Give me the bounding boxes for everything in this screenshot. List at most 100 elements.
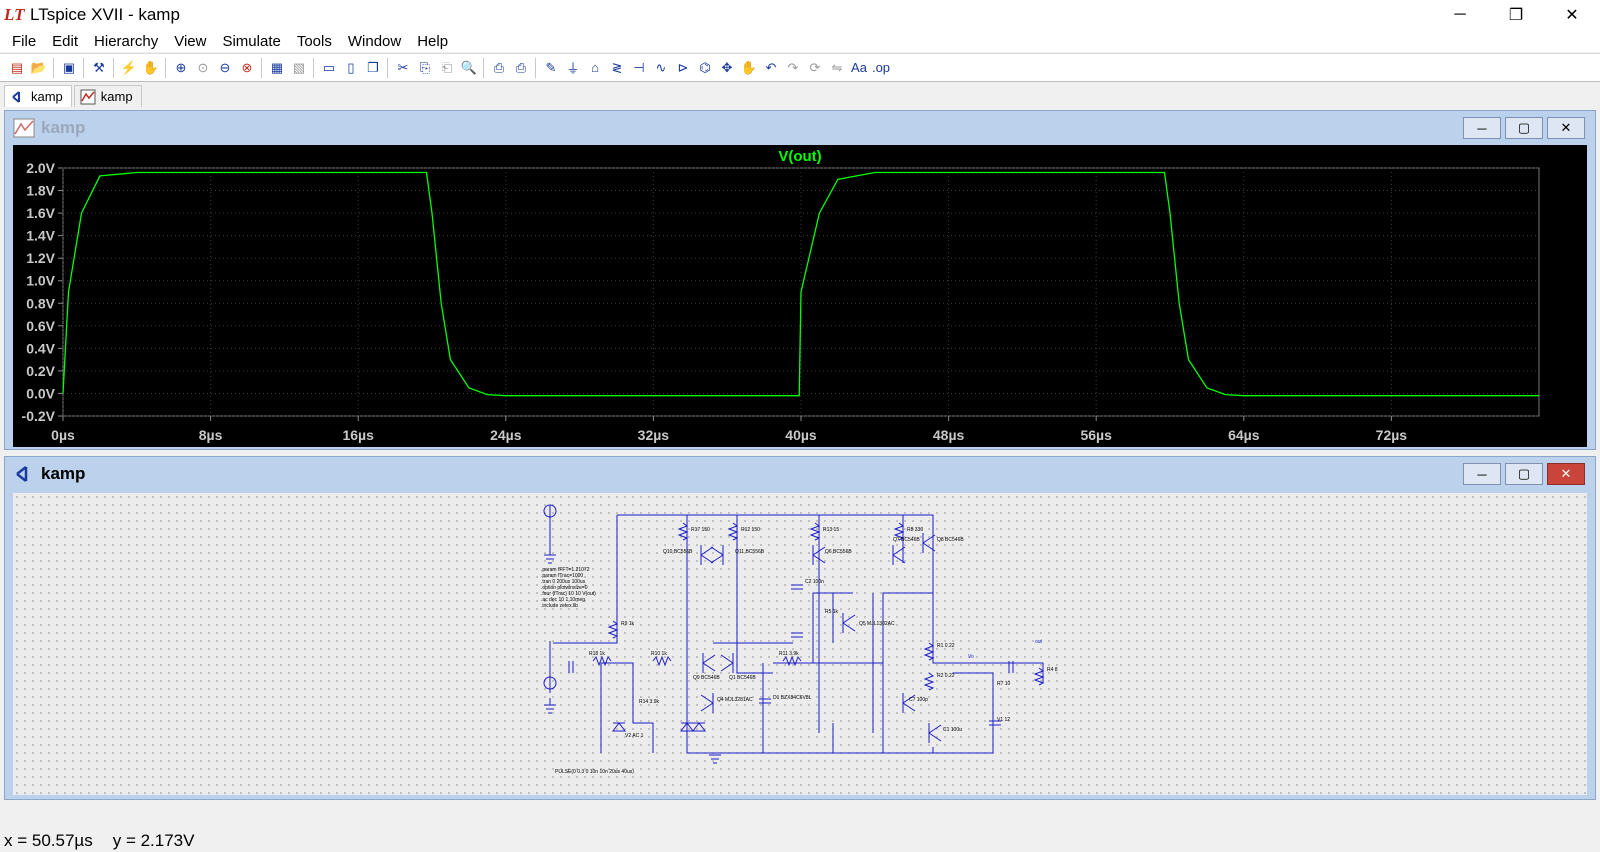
menu-help[interactable]: Help: [417, 32, 449, 50]
maximize-button[interactable]: ❐: [1508, 7, 1524, 24]
component-label-q10[interactable]: Q10 BC556B: [663, 549, 693, 555]
schematic-window-titlebar[interactable]: kamp: [5, 457, 1595, 491]
undo-icon[interactable]: ↶: [765, 59, 777, 75]
menu-edit[interactable]: Edit: [52, 32, 79, 50]
component-label-v2[interactable]: V2 AC 1: [625, 733, 644, 739]
capacitor-icon[interactable]: ⊣: [633, 59, 645, 75]
plot-close-button[interactable]: ✕: [1547, 117, 1585, 139]
menu-file[interactable]: File: [12, 32, 37, 50]
component-label-r14[interactable]: R14 3.9k: [639, 699, 660, 705]
ground-icon[interactable]: ⏚: [566, 61, 580, 76]
component-label-q6[interactable]: Q6 BC556B: [825, 549, 852, 555]
drag-icon[interactable]: ✋: [740, 59, 758, 75]
net-label-out[interactable]: out: [1035, 639, 1043, 645]
text-icon[interactable]: Aa: [851, 60, 867, 75]
menu-window[interactable]: Window: [347, 32, 402, 50]
component-label-q1[interactable]: Q1 BC546B: [729, 675, 756, 681]
spice-directives[interactable]: .param fFFT=1.21072 .param fTrac=1000 .t…: [541, 567, 596, 609]
print-icon[interactable]: ⎙: [515, 59, 527, 75]
waveform-svg[interactable]: V(out) 2.0V1.8V1.6V1.4V1.2V1.0V0.8V0.6V0…: [13, 145, 1587, 447]
find-icon[interactable]: 🔍: [460, 59, 478, 75]
print-preview-icon[interactable]: ⎙: [493, 59, 505, 75]
pulse-source-value[interactable]: PULSE(0 0.3 0 10n 10n 20us 40us): [555, 769, 634, 775]
control-panel-icon[interactable]: ⚒: [93, 59, 105, 75]
halt-icon[interactable]: ✋: [142, 59, 160, 75]
plot-minimize-button[interactable]: ─: [1463, 117, 1501, 139]
component-label-q11[interactable]: Q11 BC556B: [735, 549, 765, 555]
net-label-vo[interactable]: Vo: [968, 654, 974, 660]
component-label-r18[interactable]: R18 1k: [589, 651, 605, 657]
schematic-minimize-button[interactable]: ─: [1463, 463, 1501, 485]
rotate-icon[interactable]: ⟳: [809, 59, 821, 75]
tile-horizontal-icon[interactable]: ▭: [322, 59, 336, 75]
minimize-button[interactable]: ─: [1454, 6, 1466, 23]
paste-icon[interactable]: ⎗: [441, 59, 453, 75]
component-label-q8[interactable]: Q8 BC546B: [937, 537, 964, 543]
directive-line[interactable]: .include zetex.lib: [541, 603, 578, 609]
menu-hierarchy[interactable]: Hierarchy: [94, 32, 159, 50]
menu-view[interactable]: View: [174, 32, 207, 50]
tab-waveform[interactable]: kamp: [73, 85, 142, 107]
move-icon[interactable]: ✥: [721, 59, 733, 75]
component-label-r7[interactable]: R7 10: [997, 681, 1011, 687]
component-label-r5[interactable]: R5 1k: [825, 609, 839, 615]
component-label-r13[interactable]: R13 15: [823, 527, 839, 533]
run-icon[interactable]: ⚡: [120, 59, 138, 75]
zoom-in-icon[interactable]: ⊕: [175, 59, 187, 75]
cut-icon[interactable]: ✂: [397, 59, 409, 75]
component-label-q4[interactable]: Q4 MJL3281AC: [717, 697, 753, 703]
schematic-maximize-button[interactable]: ▢: [1505, 463, 1543, 485]
directive-line[interactable]: .ac dec 10 1 10meg: [541, 597, 585, 603]
zoom-out-icon[interactable]: ⊖: [219, 59, 231, 75]
component-label-q7[interactable]: Q7 BC546B: [893, 537, 920, 543]
component-label-c1[interactable]: C1 100u: [943, 727, 962, 733]
autorange-icon[interactable]: ▦: [270, 59, 284, 75]
directive-line[interactable]: .param fTrac=1000: [541, 573, 583, 579]
component-label-q9[interactable]: Q9 BC546B: [693, 675, 720, 681]
component-label-r4[interactable]: R4 8: [1047, 667, 1058, 673]
pan-icon[interactable]: ⊙: [197, 59, 209, 75]
plot-window-titlebar[interactable]: kamp: [5, 111, 1595, 145]
save-icon[interactable]: ▣: [62, 59, 76, 75]
open-icon[interactable]: 📂: [30, 59, 48, 75]
plot-maximize-button[interactable]: ▢: [1505, 117, 1543, 139]
directive-line[interactable]: .tran 0 200us 100us: [541, 579, 586, 585]
menu-simulate[interactable]: Simulate: [222, 32, 281, 50]
component-label-r8[interactable]: R8 330: [907, 527, 923, 533]
redo-icon[interactable]: ↷: [787, 59, 799, 75]
copy-icon[interactable]: ⎘: [419, 59, 431, 75]
tab-schematic[interactable]: kamp: [4, 85, 72, 107]
directive-line[interactable]: .four {fTrac} 10 10 V(out): [541, 591, 596, 597]
trace-line-vout[interactable]: [62, 171, 1539, 397]
tile-vertical-icon[interactable]: ▯: [347, 59, 355, 75]
component-icon[interactable]: ⌬: [699, 59, 711, 75]
component-label-r12[interactable]: R12 150: [741, 527, 760, 533]
component-label-r11[interactable]: R11 3.9k: [779, 651, 799, 657]
menu-tools[interactable]: Tools: [296, 32, 332, 50]
component-label-r17[interactable]: R17 150: [691, 527, 710, 533]
component-label-r1[interactable]: R1 0.22: [937, 643, 955, 649]
new-schematic-icon[interactable]: ▤: [10, 59, 24, 75]
trace-title[interactable]: V(out): [778, 148, 821, 165]
fft-icon[interactable]: ▧: [292, 59, 306, 75]
directive-line[interactable]: .option plotwinsize=0: [541, 585, 588, 591]
inductor-icon[interactable]: ∿: [655, 59, 667, 75]
component-label-r10[interactable]: R10 1k: [651, 651, 667, 657]
diode-icon[interactable]: ⊳: [677, 59, 689, 75]
component-label-c7[interactable]: C7 100p: [909, 697, 928, 703]
component-label-c2[interactable]: C2 100n: [805, 579, 824, 585]
spice-directive-icon[interactable]: .op: [871, 60, 891, 75]
schematic-close-button[interactable]: ✕: [1547, 463, 1585, 485]
resistor-icon[interactable]: ≷: [611, 59, 623, 75]
component-label-d1[interactable]: D1 BZX84C6V8L: [773, 695, 812, 701]
close-button[interactable]: ✕: [1565, 7, 1579, 24]
cascade-icon[interactable]: ❐: [367, 59, 379, 75]
component-label-r2[interactable]: R2 0.22: [937, 673, 955, 679]
wire-icon[interactable]: ✎: [545, 59, 557, 75]
component-label-v1[interactable]: V1 12: [997, 717, 1010, 723]
component-label-q5[interactable]: Q5 MJL1302AC: [859, 621, 895, 627]
directive-line[interactable]: .param fFFT=1.21072: [541, 567, 590, 573]
label-net-icon[interactable]: ⌂: [591, 60, 599, 75]
